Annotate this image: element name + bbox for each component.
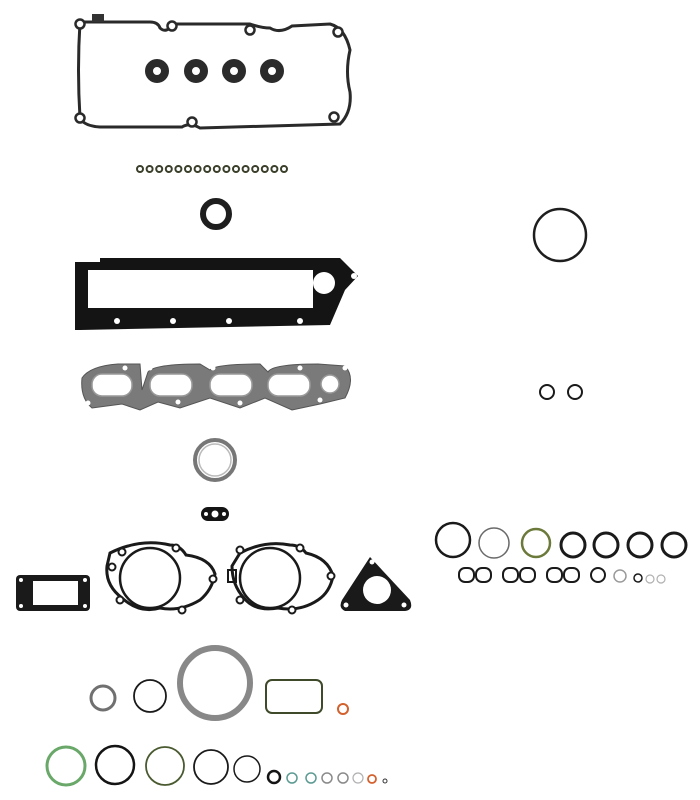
o-ring — [352, 772, 364, 784]
small-oring — [174, 165, 183, 173]
ring-gasket — [133, 679, 167, 713]
o-ring — [367, 774, 377, 784]
triangle-flange-gasket — [340, 557, 412, 611]
small-oring — [232, 165, 240, 173]
small-oring — [656, 574, 666, 584]
right-large-ring — [532, 207, 588, 263]
d-ring — [458, 567, 475, 583]
small-oring — [260, 165, 269, 173]
rect-flange-gasket — [16, 575, 90, 611]
right-small-oring-pair — [539, 384, 583, 400]
right-oring-cluster-top — [434, 521, 688, 559]
water-pump-gasket-left — [105, 541, 218, 615]
valve-cover-gasket — [74, 14, 352, 130]
small-oring — [222, 165, 231, 173]
small-oring — [633, 573, 643, 583]
o-ring — [45, 745, 87, 787]
small-oring — [270, 165, 279, 173]
o-ring — [434, 521, 472, 559]
o-ring — [520, 527, 552, 559]
water-pump-gasket-right — [227, 542, 336, 615]
small-oring — [280, 165, 288, 173]
small-oring — [590, 567, 606, 583]
d-ring — [546, 567, 563, 583]
d-ring — [563, 567, 580, 583]
small-oring — [241, 165, 250, 173]
ring-gasket — [337, 703, 349, 715]
o-ring — [286, 772, 298, 784]
d-ring — [502, 567, 519, 583]
small-oring — [251, 165, 260, 173]
o-ring — [94, 744, 136, 786]
o-ring — [626, 531, 654, 559]
o-ring — [266, 769, 282, 785]
oil-flange-gasket — [201, 507, 229, 521]
o-ring — [559, 531, 587, 559]
small-oring-row — [136, 165, 288, 173]
o-ring — [478, 527, 510, 559]
small-oring — [203, 165, 212, 173]
small-oring — [184, 165, 192, 173]
exhaust-manifold-gasket — [81, 363, 351, 411]
o-ring — [337, 772, 349, 784]
o-ring — [145, 746, 185, 786]
valve-cover-seal — [260, 59, 284, 83]
valve-cover-seal — [145, 59, 169, 83]
small-oring — [212, 165, 221, 173]
valve-cover-seal — [222, 59, 246, 83]
intake-manifold-gasket — [75, 258, 358, 330]
o-ring — [305, 772, 317, 784]
lower-ring-row-2 — [45, 744, 388, 787]
lower-ring-row-1 — [89, 645, 349, 721]
rectangular-cover-seal — [265, 679, 323, 714]
o-ring — [321, 772, 333, 784]
small-oring — [613, 569, 627, 583]
small-oring — [155, 165, 164, 173]
ring-gasket — [177, 645, 253, 721]
o-ring — [592, 531, 620, 559]
o-ring — [193, 749, 229, 785]
right-small-orings — [590, 567, 666, 584]
small-oring — [193, 165, 202, 173]
small-oring — [645, 574, 655, 584]
small-oring — [136, 165, 144, 173]
crankshaft-seal — [200, 198, 232, 230]
o-ring — [660, 531, 688, 559]
d-ring — [475, 567, 492, 583]
ring-gasket — [89, 684, 117, 712]
right-d-ring-pairs — [458, 567, 580, 583]
small-oring — [164, 165, 173, 173]
small-oring — [145, 165, 154, 173]
o-ring — [382, 778, 388, 784]
valve-cover-seals — [145, 59, 284, 83]
valve-cover-seal — [184, 59, 208, 83]
o-ring — [233, 755, 261, 783]
turbo-gasket-ring — [193, 438, 237, 482]
d-ring — [519, 567, 536, 583]
